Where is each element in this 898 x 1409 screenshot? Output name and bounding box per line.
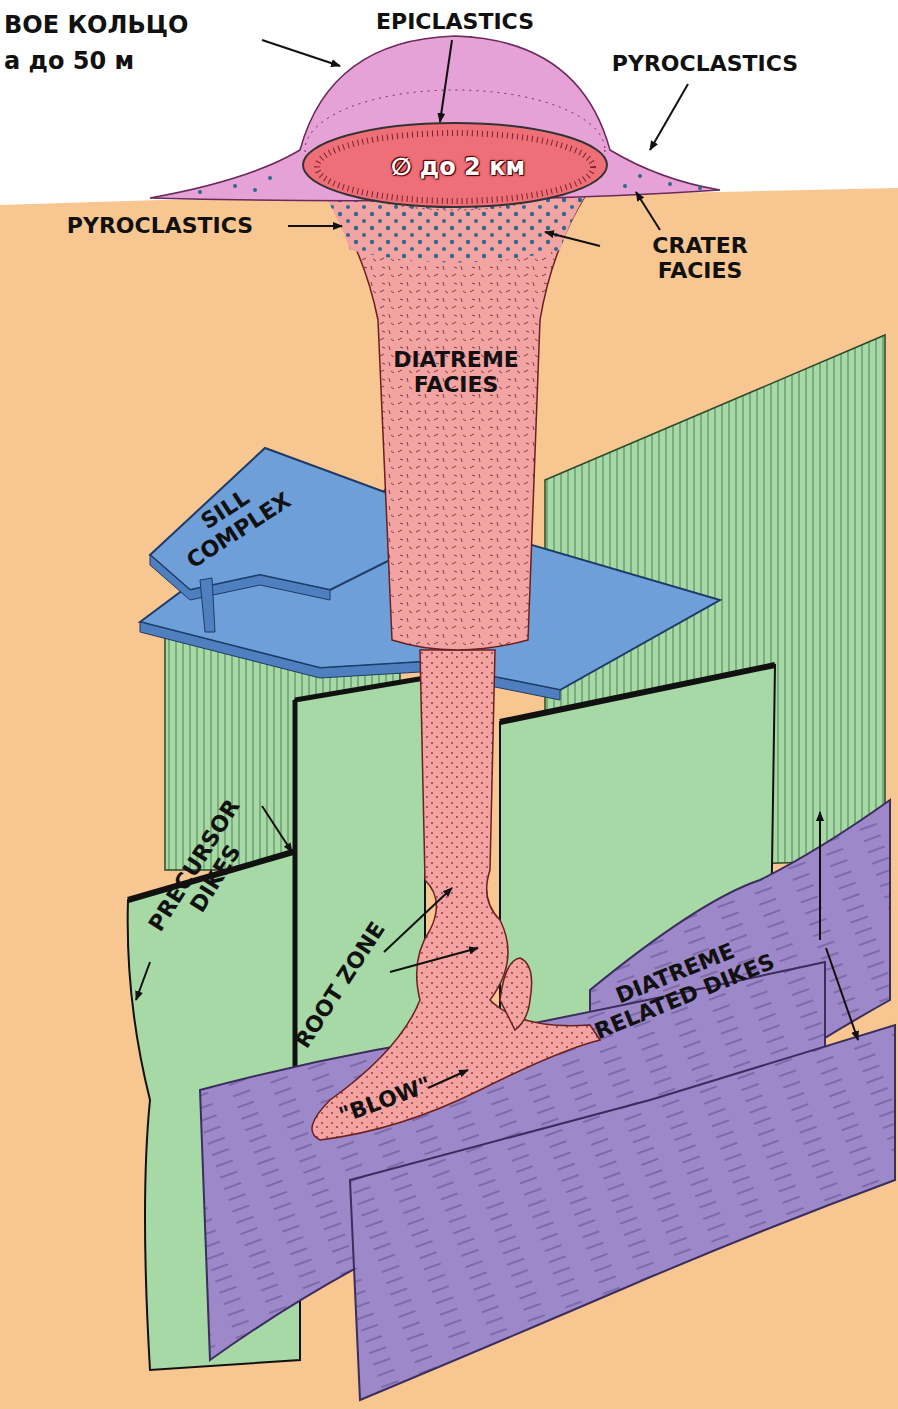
part-label: DIATREME FACIES xyxy=(381,347,531,398)
part-label: PYROCLASTICS xyxy=(67,213,253,238)
annotation-ru: ВОЕ КОЛЬЦО xyxy=(4,12,188,40)
part-label: EPICLASTICS xyxy=(376,9,534,34)
dimension-label: ∅ до 2 км xyxy=(391,154,525,182)
part-label: CRATER FACIES xyxy=(615,233,785,284)
part-label: PYROCLASTICS xyxy=(612,51,798,76)
dimension-ru: а до 50 м xyxy=(4,48,134,76)
